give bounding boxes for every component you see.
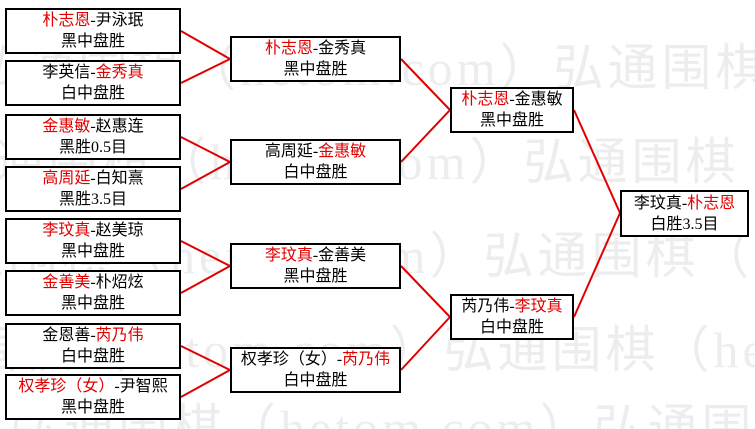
connector-line bbox=[180, 136, 231, 163]
player-name: 权孝珍（女）- bbox=[240, 351, 343, 368]
match-players: 朴志恩-尹泳珉 bbox=[42, 10, 143, 31]
player-name: -尹智熙 bbox=[114, 378, 168, 395]
player-name: -金秀真 bbox=[312, 40, 367, 57]
match-players: 朴志恩-金惠敏 bbox=[461, 89, 562, 110]
match-players: 金惠敏-赵惠连 bbox=[42, 116, 143, 137]
connector-line bbox=[400, 265, 451, 318]
match-r1-2: 李英信-金秀真 白中盘胜 bbox=[5, 60, 181, 106]
winner-name: 李玟真 bbox=[42, 222, 91, 239]
winner-name: 金善美 bbox=[42, 274, 91, 291]
player-name: 芮乃伟- bbox=[461, 298, 515, 315]
winner-name: 金秀真 bbox=[95, 64, 144, 81]
player-name: -尹泳珉 bbox=[90, 12, 144, 29]
winner-name: 朴志恩 bbox=[461, 91, 510, 108]
winner-name: 芮乃伟 bbox=[95, 327, 144, 344]
player-name: -朴炤炫 bbox=[90, 274, 144, 291]
match-players: 李玟真-金善美 bbox=[265, 245, 366, 266]
player-name: 李英信- bbox=[42, 64, 96, 81]
player-name: -金惠敏 bbox=[509, 91, 563, 108]
winner-name: 金惠敏 bbox=[318, 143, 367, 160]
match-r1-6: 金善美-朴炤炫 黑中盘胜 bbox=[5, 270, 181, 316]
match-r1-3: 金惠敏-赵惠连 黑胜0.5目 bbox=[5, 114, 181, 160]
match-players: 权孝珍（女）-尹智熙 bbox=[18, 376, 167, 397]
match-result: 白中盘胜 bbox=[283, 164, 348, 181]
match-players: 高周延-白知熹 bbox=[42, 168, 143, 189]
match-r2-3: 李玟真-金善美 黑中盘胜 bbox=[230, 243, 401, 289]
match-r1-7: 金恩善-芮乃伟 白中盘胜 bbox=[5, 323, 181, 369]
match-result: 黑中盘胜 bbox=[283, 268, 348, 285]
match-players: 李玟真-朴志恩 bbox=[634, 193, 735, 214]
player-name: 金恩善- bbox=[42, 327, 96, 344]
player-name: -金善美 bbox=[312, 247, 367, 264]
connector-line bbox=[573, 109, 621, 214]
match-result: 黑中盘胜 bbox=[60, 33, 125, 50]
match-result: 黑中盘胜 bbox=[60, 243, 125, 260]
match-players: 李玟真-赵美琼 bbox=[42, 220, 143, 241]
connector-line bbox=[180, 240, 231, 267]
match-result: 黑胜0.5目 bbox=[58, 139, 127, 156]
winner-name: 李玟真 bbox=[514, 298, 563, 315]
connector-line bbox=[180, 265, 231, 294]
match-r1-5: 李玟真-赵美琼 黑中盘胜 bbox=[5, 218, 181, 264]
connector-line bbox=[180, 369, 231, 398]
match-result: 白胜3.5目 bbox=[650, 215, 719, 233]
player-name: -白知熹 bbox=[90, 170, 144, 187]
winner-name: 朴志恩 bbox=[264, 40, 313, 57]
connector-line bbox=[180, 161, 231, 190]
winner-name: 李玟真 bbox=[264, 247, 313, 264]
connector-line bbox=[180, 58, 231, 84]
winner-name: 金惠敏 bbox=[42, 118, 91, 135]
match-players: 李英信-金秀真 bbox=[42, 62, 143, 83]
winner-name: 芮乃伟 bbox=[342, 351, 391, 368]
match-result: 黑中盘胜 bbox=[60, 295, 125, 312]
match-sf-2: 芮乃伟-李玟真 白中盘胜 bbox=[450, 294, 574, 340]
match-sf-1: 朴志恩-金惠敏 黑中盘胜 bbox=[450, 87, 574, 133]
match-result: 白中盘胜 bbox=[60, 348, 125, 365]
player-name: -赵惠连 bbox=[90, 118, 144, 135]
connector-line bbox=[180, 30, 231, 60]
winner-name: 权孝珍（女） bbox=[18, 378, 115, 395]
match-r2-2: 高周延-金惠敏 白中盘胜 bbox=[230, 139, 401, 185]
connector-line bbox=[400, 109, 451, 163]
connector-line bbox=[400, 316, 451, 371]
player-name: -赵美琼 bbox=[90, 222, 144, 239]
match-r1-8: 权孝珍（女）-尹智熙 黑中盘胜 bbox=[5, 374, 181, 420]
winner-name: 朴志恩 bbox=[687, 194, 736, 212]
connector-line bbox=[180, 345, 231, 371]
match-result: 黑中盘胜 bbox=[60, 399, 125, 416]
match-r1-1: 朴志恩-尹泳珉 黑中盘胜 bbox=[5, 8, 181, 54]
match-final: 李玟真-朴志恩 白胜3.5目 bbox=[620, 190, 749, 237]
match-result: 黑中盘胜 bbox=[283, 61, 348, 78]
match-players: 芮乃伟-李玟真 bbox=[461, 296, 562, 317]
match-result: 白中盘胜 bbox=[60, 85, 125, 102]
match-players: 高周延-金惠敏 bbox=[265, 141, 366, 162]
match-players: 金善美-朴炤炫 bbox=[42, 272, 143, 293]
connector-line bbox=[400, 58, 451, 111]
match-result: 黑中盘胜 bbox=[479, 112, 544, 129]
match-players: 金恩善-芮乃伟 bbox=[42, 325, 143, 346]
player-name: 高周延- bbox=[264, 143, 319, 160]
match-result: 黑胜3.5目 bbox=[58, 191, 127, 208]
match-result: 白中盘胜 bbox=[479, 319, 544, 336]
connector-line bbox=[573, 212, 621, 318]
match-r1-4: 高周延-白知熹 黑胜3.5目 bbox=[5, 166, 181, 212]
match-r2-1: 朴志恩-金秀真 黑中盘胜 bbox=[230, 36, 401, 82]
match-result: 白中盘胜 bbox=[283, 372, 348, 389]
player-name: 李玟真- bbox=[633, 194, 688, 212]
match-players: 朴志恩-金秀真 bbox=[265, 38, 366, 59]
match-r2-4: 权孝珍（女）-芮乃伟 白中盘胜 bbox=[230, 347, 401, 393]
winner-name: 朴志恩 bbox=[42, 12, 91, 29]
match-players: 权孝珍（女）-芮乃伟 bbox=[241, 349, 390, 370]
winner-name: 高周延 bbox=[42, 170, 91, 187]
